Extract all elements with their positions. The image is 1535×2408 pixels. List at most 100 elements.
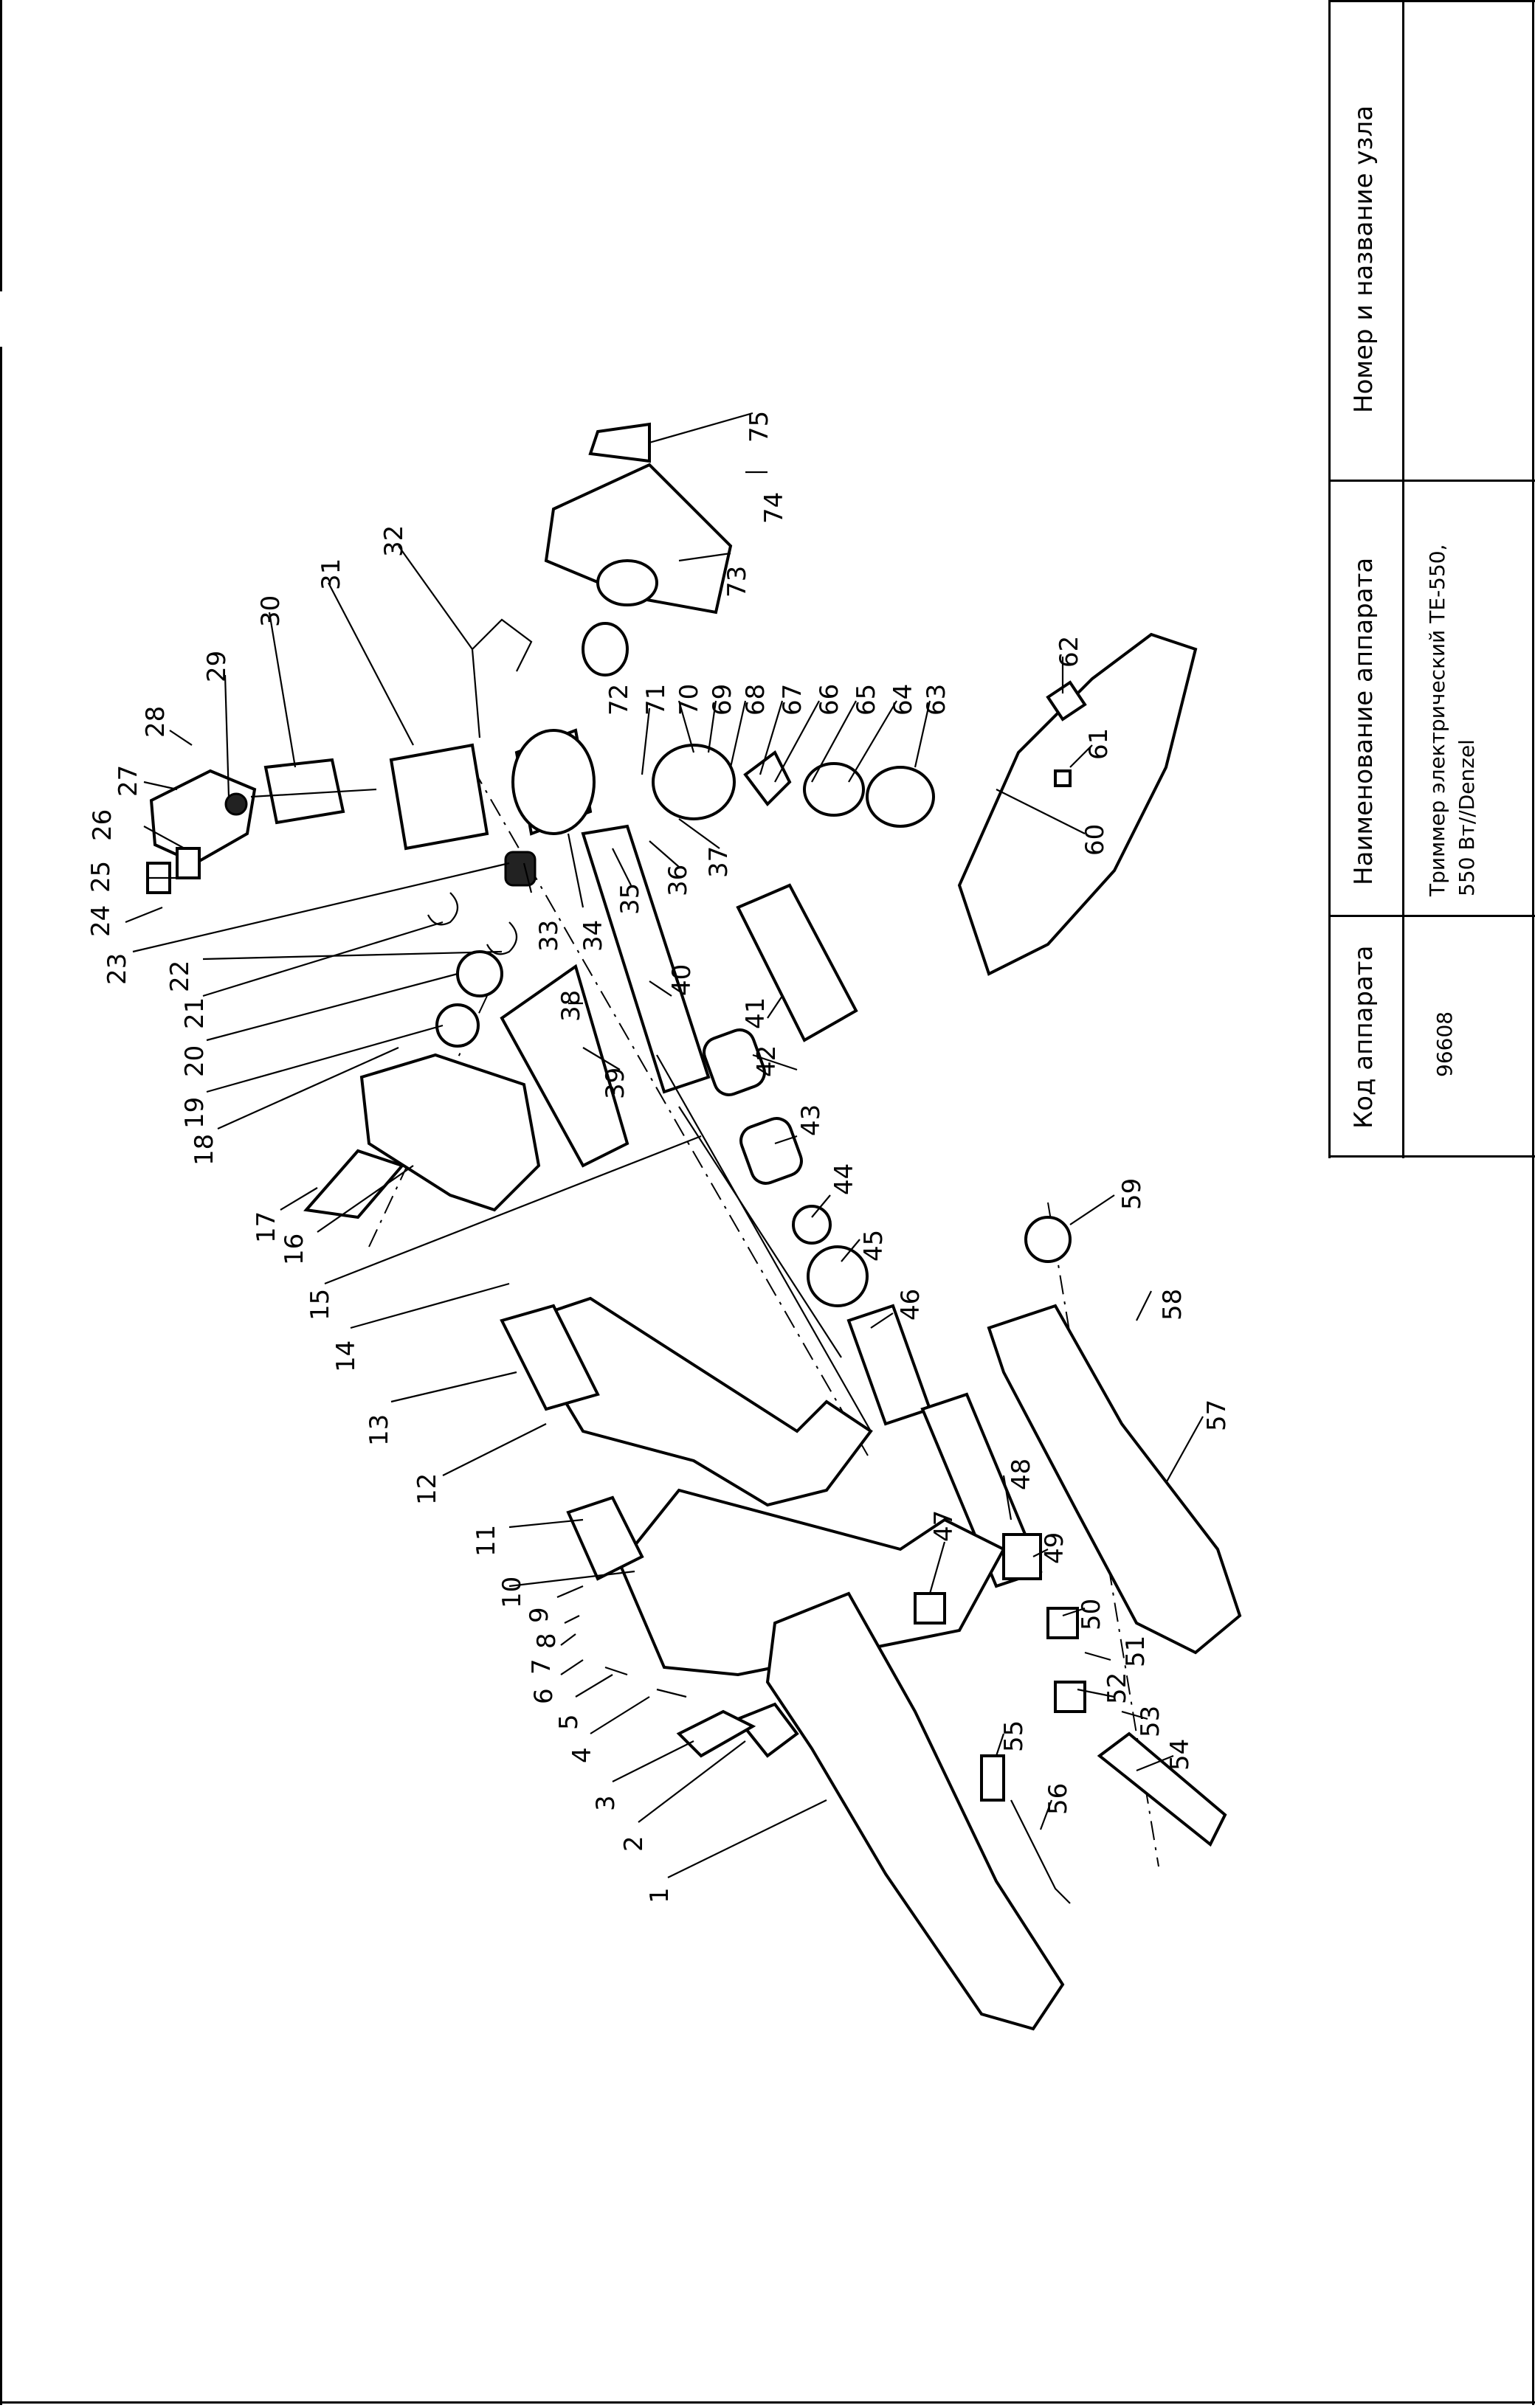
switch-block xyxy=(1002,1533,1042,1580)
clip-lower xyxy=(486,921,518,955)
callout-51: 51 xyxy=(1121,1636,1151,1667)
title-block-divider-1 xyxy=(1328,480,1535,482)
callout-60: 60 xyxy=(1080,824,1110,856)
callout-35: 35 xyxy=(615,883,645,915)
brush-holder-right xyxy=(176,847,201,879)
callout-15: 15 xyxy=(306,1289,335,1321)
frame-right-line xyxy=(1532,0,1534,2405)
leader-lines xyxy=(125,412,1204,1878)
parts-diagram-svg: 1 2 3 4 5 6 7 8 9 10 11 12 13 14 15 16 1… xyxy=(86,411,1242,2031)
callout-42: 42 xyxy=(752,1045,782,1077)
main-handle-body xyxy=(765,1591,1065,2031)
housing-cover-plate xyxy=(303,1149,405,1219)
callout-2: 2 xyxy=(619,1836,649,1852)
callout-53: 53 xyxy=(1136,1706,1165,1737)
wire-connector xyxy=(914,1592,946,1625)
callout-38: 38 xyxy=(556,990,586,1022)
callout-50: 50 xyxy=(1077,1599,1106,1630)
callout-6: 6 xyxy=(529,1688,559,1704)
upper-tube xyxy=(581,824,711,1094)
callout-19: 19 xyxy=(180,1097,210,1129)
title-block: Код аппарата 96608 Наименование аппарата… xyxy=(1328,0,1535,1158)
lock-knob xyxy=(807,1245,869,1307)
callout-46: 46 xyxy=(896,1289,925,1321)
guard-nut xyxy=(1054,769,1072,787)
title-block-left-line xyxy=(1328,0,1331,1158)
bale-lever xyxy=(1097,1731,1227,1847)
head-cover xyxy=(588,422,651,463)
callout-45: 45 xyxy=(859,1230,889,1262)
callout-24: 24 xyxy=(86,905,116,937)
lower-motor-housing xyxy=(359,1053,541,1212)
frame-left-bottom-line xyxy=(0,347,2,2405)
callout-39: 39 xyxy=(601,1068,630,1099)
fan-impeller xyxy=(652,744,736,820)
callout-4: 4 xyxy=(568,1747,597,1763)
trigger-spring-a xyxy=(656,1688,687,1698)
callout-18: 18 xyxy=(190,1134,219,1166)
callout-54: 54 xyxy=(1165,1739,1195,1771)
handle-frame-upper xyxy=(544,1296,873,1507)
shaft-axis-line xyxy=(472,767,872,1461)
callout-62: 62 xyxy=(1055,636,1084,668)
callout-8: 8 xyxy=(532,1633,562,1649)
rear-handle-knob xyxy=(1024,1216,1072,1263)
callout-43: 43 xyxy=(796,1104,826,1136)
collar-upper xyxy=(703,1028,766,1096)
motor-stator xyxy=(389,743,489,851)
callout-47: 47 xyxy=(929,1510,959,1542)
callout-68: 68 xyxy=(741,684,770,716)
tube-sleeve xyxy=(846,1304,932,1426)
callout-28: 28 xyxy=(141,706,170,738)
callout-44: 44 xyxy=(829,1163,859,1195)
callout-71: 71 xyxy=(641,684,671,716)
callout-29: 29 xyxy=(202,651,232,682)
callout-20: 20 xyxy=(180,1045,210,1077)
callout-36: 36 xyxy=(663,865,693,896)
callout-58: 58 xyxy=(1158,1289,1187,1321)
power-cord xyxy=(1010,1799,1071,1904)
callout-17: 17 xyxy=(252,1211,281,1243)
trigger-spring-b xyxy=(604,1666,628,1676)
trimmer-head-housing xyxy=(544,463,733,615)
callout-23: 23 xyxy=(103,953,132,985)
callout-73: 73 xyxy=(722,566,752,598)
callout-21: 21 xyxy=(180,997,210,1029)
switch-cover xyxy=(1046,1607,1079,1639)
bearing-ring xyxy=(435,1003,480,1048)
callout-59: 59 xyxy=(1117,1178,1147,1210)
title-block-divider-2 xyxy=(1328,915,1535,917)
callout-72: 72 xyxy=(604,684,634,716)
motor-end-cap xyxy=(149,769,257,865)
exploded-parts-diagram: 1 2 3 4 5 6 7 8 9 10 11 12 13 14 15 16 1… xyxy=(86,411,1242,2031)
title-block-top-line xyxy=(1328,0,1535,2)
value-device-name-line2: 550 Вт//Denzel xyxy=(1455,739,1479,896)
drive-gear xyxy=(596,559,658,606)
trigger-switch xyxy=(735,1702,799,1758)
header-device-code: Код аппарата xyxy=(1349,945,1379,1129)
header-unit-number-name: Номер и название узла xyxy=(1349,105,1379,413)
callout-numbers: 1 2 3 4 5 6 7 8 9 10 11 12 13 14 15 16 1… xyxy=(86,411,1232,1903)
callout-74: 74 xyxy=(759,492,789,524)
handle-grip-pad-upper xyxy=(500,1304,600,1411)
wire-guard xyxy=(471,618,533,738)
callout-48: 48 xyxy=(1007,1459,1036,1490)
worm-gear xyxy=(582,622,629,677)
callout-3: 3 xyxy=(591,1795,621,1811)
callout-30: 30 xyxy=(256,595,286,627)
handle-grip-pad-lower xyxy=(566,1495,644,1581)
callout-31: 31 xyxy=(317,558,346,590)
collar-lower xyxy=(739,1117,803,1185)
callout-7: 7 xyxy=(527,1658,556,1675)
guard-bracket xyxy=(500,963,629,1168)
callout-27: 27 xyxy=(114,765,143,797)
bearing-cover xyxy=(456,950,503,997)
motor-armature xyxy=(263,758,345,825)
title-block-mid-line xyxy=(1402,0,1404,1158)
safety-guard xyxy=(957,632,1198,976)
header-device-name: Наименование аппарата xyxy=(1349,557,1379,885)
lock-ring xyxy=(792,1205,832,1245)
spool-cap xyxy=(866,766,935,828)
callout-55: 55 xyxy=(999,1720,1029,1752)
